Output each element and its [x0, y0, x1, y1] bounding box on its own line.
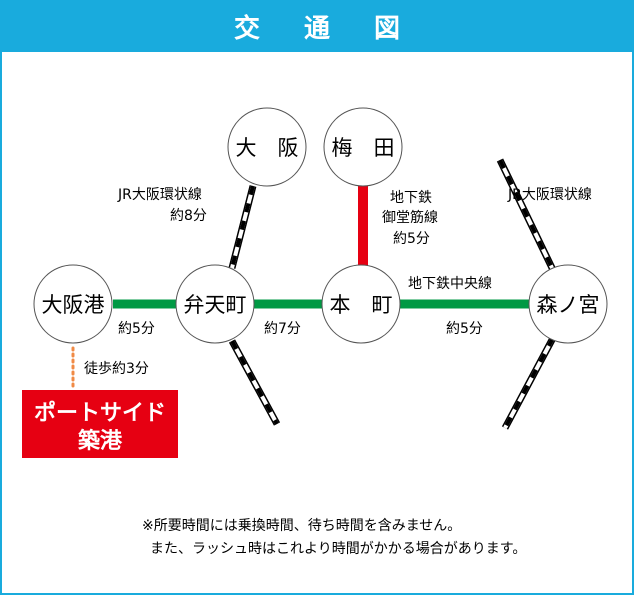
station-circle-bentencho — [175, 264, 255, 344]
jr-rail-segments — [228, 158, 557, 430]
destination-line2[interactable]: 築港 — [77, 428, 123, 454]
label-subway-time: 約5分 — [393, 231, 430, 247]
label-chuo-line: 地下鉄中央線 — [408, 276, 492, 292]
jr-rail-line — [230, 340, 279, 425]
label-subway-1: 地下鉄 — [390, 190, 432, 206]
destination-line1[interactable]: ポートサイド — [34, 400, 166, 426]
station-morinomiya[interactable]: 森ノ宮 — [537, 293, 600, 317]
label-osakako-benten-time: 約5分 — [118, 321, 155, 337]
station-circle-honmachi — [321, 264, 401, 344]
station-osaka[interactable]: 大 阪 — [236, 136, 299, 160]
jr-rail-line — [230, 185, 255, 269]
header-title: 交 通 図 — [0, 0, 634, 52]
note-line2: また、ラッシュ時はこれより時間がかかる場合があります。 — [150, 541, 527, 557]
station-honmachi[interactable]: 本 町 — [330, 293, 393, 317]
station-circle-osaka — [227, 107, 307, 187]
label-chuo-time: 約5分 — [446, 321, 483, 337]
label-walk-time: 徒歩約3分 — [84, 361, 149, 377]
station-bentencho[interactable]: 弁天町 — [184, 293, 247, 317]
label-benten-honmachi-time: 約7分 — [264, 321, 301, 337]
station-osakako[interactable]: 大阪港 — [42, 293, 105, 317]
title-char: 交 — [233, 13, 260, 44]
map-frame — [0, 52, 634, 595]
station-circle-umeda — [323, 107, 403, 187]
label-jr-left-line: JR大阪環状線 — [117, 187, 202, 203]
note-line1: ※所要時間には乗換時間、待ち時間を含みません。 — [142, 518, 462, 534]
label-jr-right-line: JR大阪環状線 — [507, 187, 592, 203]
title-char: 図 — [374, 13, 401, 44]
title-char: 通 — [303, 13, 330, 44]
station-umeda[interactable]: 梅 田 — [332, 136, 395, 160]
destination-box — [22, 390, 178, 458]
station-circle-morinomiya — [528, 264, 608, 344]
station-circle-osakako — [33, 264, 113, 344]
jr-rail-line — [498, 159, 555, 271]
jr-rail-line — [503, 337, 555, 429]
label-subway-2: 御堂筋線 — [382, 209, 438, 226]
label-jr-left-time: 約8分 — [170, 208, 207, 224]
